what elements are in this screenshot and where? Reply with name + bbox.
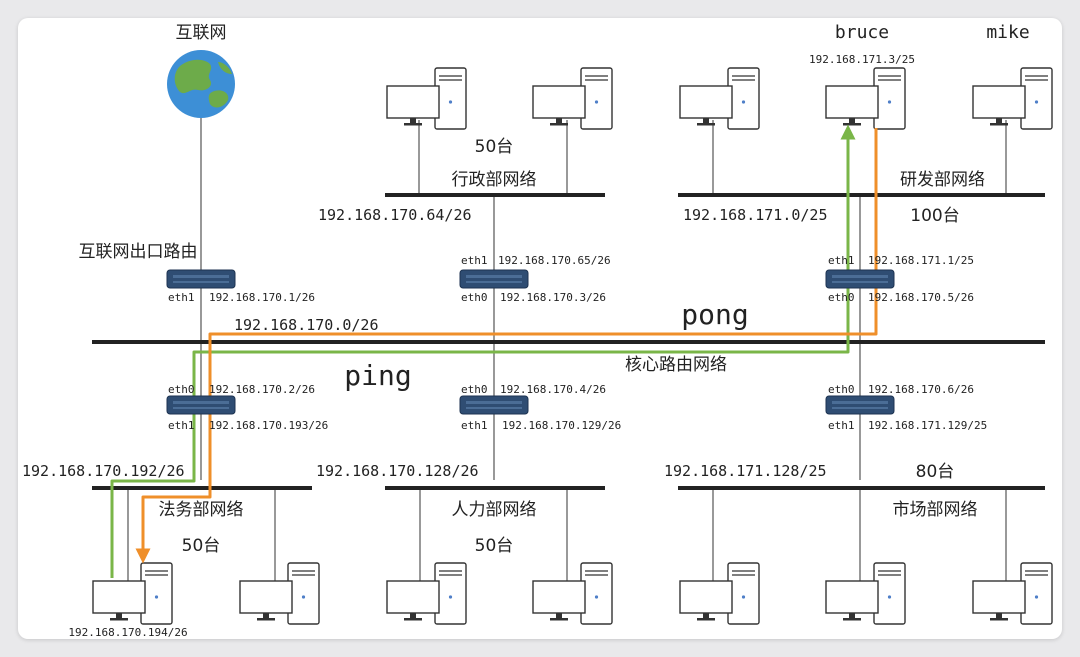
pong-path <box>135 128 878 564</box>
xingzheng-name: 行政部网络 <box>452 170 537 190</box>
fawu-router-ip0: 192.168.170.2/26 <box>209 383 315 396</box>
computer-icon <box>825 562 906 625</box>
renli-router-if1: eth1 <box>461 419 488 432</box>
yanfa-router-ip1: 192.168.171.1/25 <box>868 254 974 267</box>
router-icon-renli <box>459 395 529 415</box>
inet-router-if1: eth1 <box>168 291 195 304</box>
yanfa-router-if0: eth0 <box>828 291 855 304</box>
bruce-ip: 192.168.171.3/25 <box>809 53 915 66</box>
computer-icon <box>92 562 173 625</box>
router-icon-xingzheng <box>459 269 529 289</box>
yanfa-subnet: 192.168.171.0/25 <box>683 206 828 224</box>
router-icon-shichang <box>825 395 895 415</box>
pong-label: pong <box>681 298 748 331</box>
fawu-host-ip: 192.168.170.194/26 <box>68 626 187 639</box>
computer-icon-mike <box>972 67 1053 130</box>
host-label-mike: mike <box>986 22 1029 43</box>
shichang-router-ip1: 192.168.171.129/25 <box>868 419 987 432</box>
computer-icon <box>679 67 760 130</box>
router-icon-fawu <box>166 395 236 415</box>
core-name: 核心路由网络 <box>625 355 727 375</box>
xingzheng-count: 50台 <box>475 137 514 157</box>
computer-icon <box>386 562 467 625</box>
computer-icon <box>532 67 613 130</box>
computer-icon <box>386 67 467 130</box>
yanfa-name: 研发部网络 <box>900 170 985 190</box>
renli-name: 人力部网络 <box>452 500 537 520</box>
renli-count: 50台 <box>475 536 514 556</box>
link-lines <box>127 118 1007 585</box>
yanfa-router-ip0: 192.168.170.5/26 <box>868 291 974 304</box>
shichang-name: 市场部网络 <box>893 500 978 520</box>
yanfa-router-if1: eth1 <box>828 254 855 267</box>
computer-icon <box>239 562 320 625</box>
shichang-subnet: 192.168.171.128/25 <box>664 462 827 480</box>
internet-label: 互联网 <box>176 23 227 43</box>
internet-router-label: 互联网出口路由 <box>79 242 198 262</box>
fawu-router-if0: eth0 <box>168 383 195 396</box>
fawu-router-if1: eth1 <box>168 419 195 432</box>
shichang-router-if1: eth1 <box>828 419 855 432</box>
fawu-count: 50台 <box>182 536 221 556</box>
computer-icon <box>972 562 1053 625</box>
xingzheng-router-ip1: 192.168.170.65/26 <box>498 254 611 267</box>
xingzheng-router-if0: eth0 <box>461 291 488 304</box>
yanfa-count: 100台 <box>910 206 959 226</box>
fawu-subnet: 192.168.170.192/26 <box>22 462 185 480</box>
globe-icon <box>167 50 235 118</box>
renli-router-ip1: 192.168.170.129/26 <box>502 419 621 432</box>
xingzheng-subnet: 192.168.170.64/26 <box>318 206 472 224</box>
fawu-router-ip1: 192.168.170.193/26 <box>209 419 328 432</box>
host-label-bruce: bruce <box>835 22 889 43</box>
shichang-router-if0: eth0 <box>828 383 855 396</box>
inet-router-ip1: 192.168.170.1/26 <box>209 291 315 304</box>
computer-icon <box>679 562 760 625</box>
shichang-count: 80台 <box>916 462 955 482</box>
computer-icon-bruce <box>825 67 906 130</box>
xingzheng-router-ip0: 192.168.170.3/26 <box>500 291 606 304</box>
computers <box>92 67 1053 625</box>
shichang-router-ip0: 192.168.170.6/26 <box>868 383 974 396</box>
core-subnet: 192.168.170.0/26 <box>234 316 379 334</box>
renli-subnet: 192.168.170.128/26 <box>316 462 479 480</box>
xingzheng-router-if1: eth1 <box>461 254 488 267</box>
ping-path <box>110 124 856 578</box>
fawu-name: 法务部网络 <box>159 500 244 520</box>
renli-router-ip0: 192.168.170.4/26 <box>500 383 606 396</box>
router-icon-internet <box>166 269 236 289</box>
renli-router-if0: eth0 <box>461 383 488 396</box>
router-icon-yanfa <box>825 269 895 289</box>
computer-icon <box>532 562 613 625</box>
ping-label: ping <box>344 359 411 392</box>
